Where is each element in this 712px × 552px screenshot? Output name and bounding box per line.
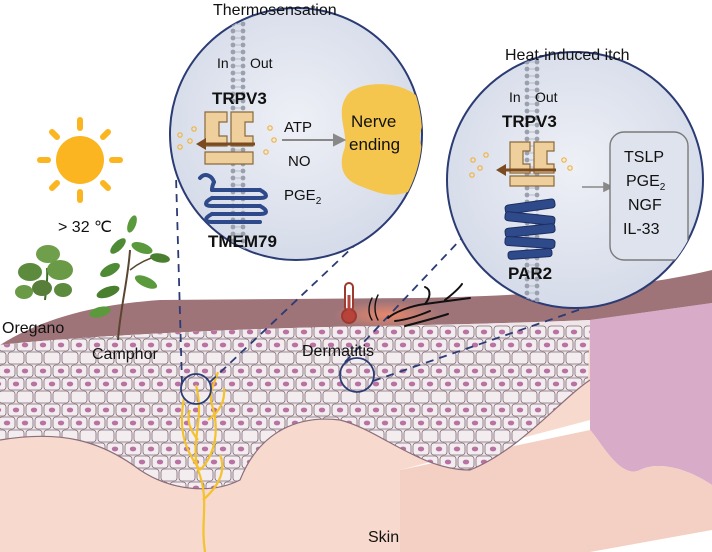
camphor-label: Camphor [92, 346, 158, 363]
in-label-left: In [217, 55, 229, 71]
mediator-pge2: PGE2 [284, 187, 322, 207]
dermatitis-label: Dermatitis [302, 343, 374, 360]
zoom-spot-right [339, 357, 375, 393]
nerve-fibers [180, 371, 226, 552]
par2-protein [504, 198, 556, 260]
oregano-plant-icon [15, 245, 73, 301]
nerve-ending-label-2: ending [349, 135, 400, 154]
mediator-no: NO [288, 153, 311, 170]
trpv3-channel-left [196, 111, 255, 165]
par2-label: PAR2 [508, 264, 552, 283]
out-label-left: Out [250, 55, 273, 71]
oregano-label: Oregano [2, 320, 64, 337]
heat-glow [333, 301, 443, 329]
trpv3-label-left: TRPV3 [212, 89, 267, 108]
trpv3-label-right: TRPV3 [502, 112, 557, 131]
temperature-label: > 32 ℃ [58, 219, 112, 236]
factor-pge2: PGE2 [626, 173, 666, 193]
sun-icon [37, 117, 123, 203]
zoom-connectors [175, 175, 591, 385]
skin-label: Skin [368, 529, 399, 546]
title-heat-induced-itch: Heat-induced itch [505, 47, 630, 64]
title-thermosensation: Thermosensation [213, 2, 337, 19]
nerve-ending-label-1: Nerve [351, 112, 396, 131]
factor-il33: IL-33 [623, 221, 660, 238]
skin-block [0, 270, 712, 552]
thermosensation-panel: In Out TRPV3 ATP NO PGE2 Nerve ending TM… [169, 7, 423, 261]
factor-ngf: NGF [628, 197, 662, 214]
factors-box [609, 131, 689, 261]
out-label-right: Out [535, 89, 558, 105]
trpv3-channel-right [496, 141, 556, 187]
zoom-spot-left [180, 373, 212, 405]
mediator-atp: ATP [284, 119, 312, 136]
tmem79-protein [198, 173, 268, 224]
camphor-plant-icon [89, 215, 170, 341]
heat-itch-panel: In Out TRPV3 PAR2 TSLP PGE2 NGF IL-33 [446, 51, 704, 309]
tmem79-label: TMEM79 [208, 232, 277, 251]
nerve-ending-blob [341, 84, 422, 195]
factor-tslp: TSLP [624, 149, 664, 166]
thermometer-icon [341, 282, 357, 324]
skin-side-face [590, 303, 712, 485]
hand-icon [368, 283, 471, 327]
in-label-right: In [509, 89, 521, 105]
